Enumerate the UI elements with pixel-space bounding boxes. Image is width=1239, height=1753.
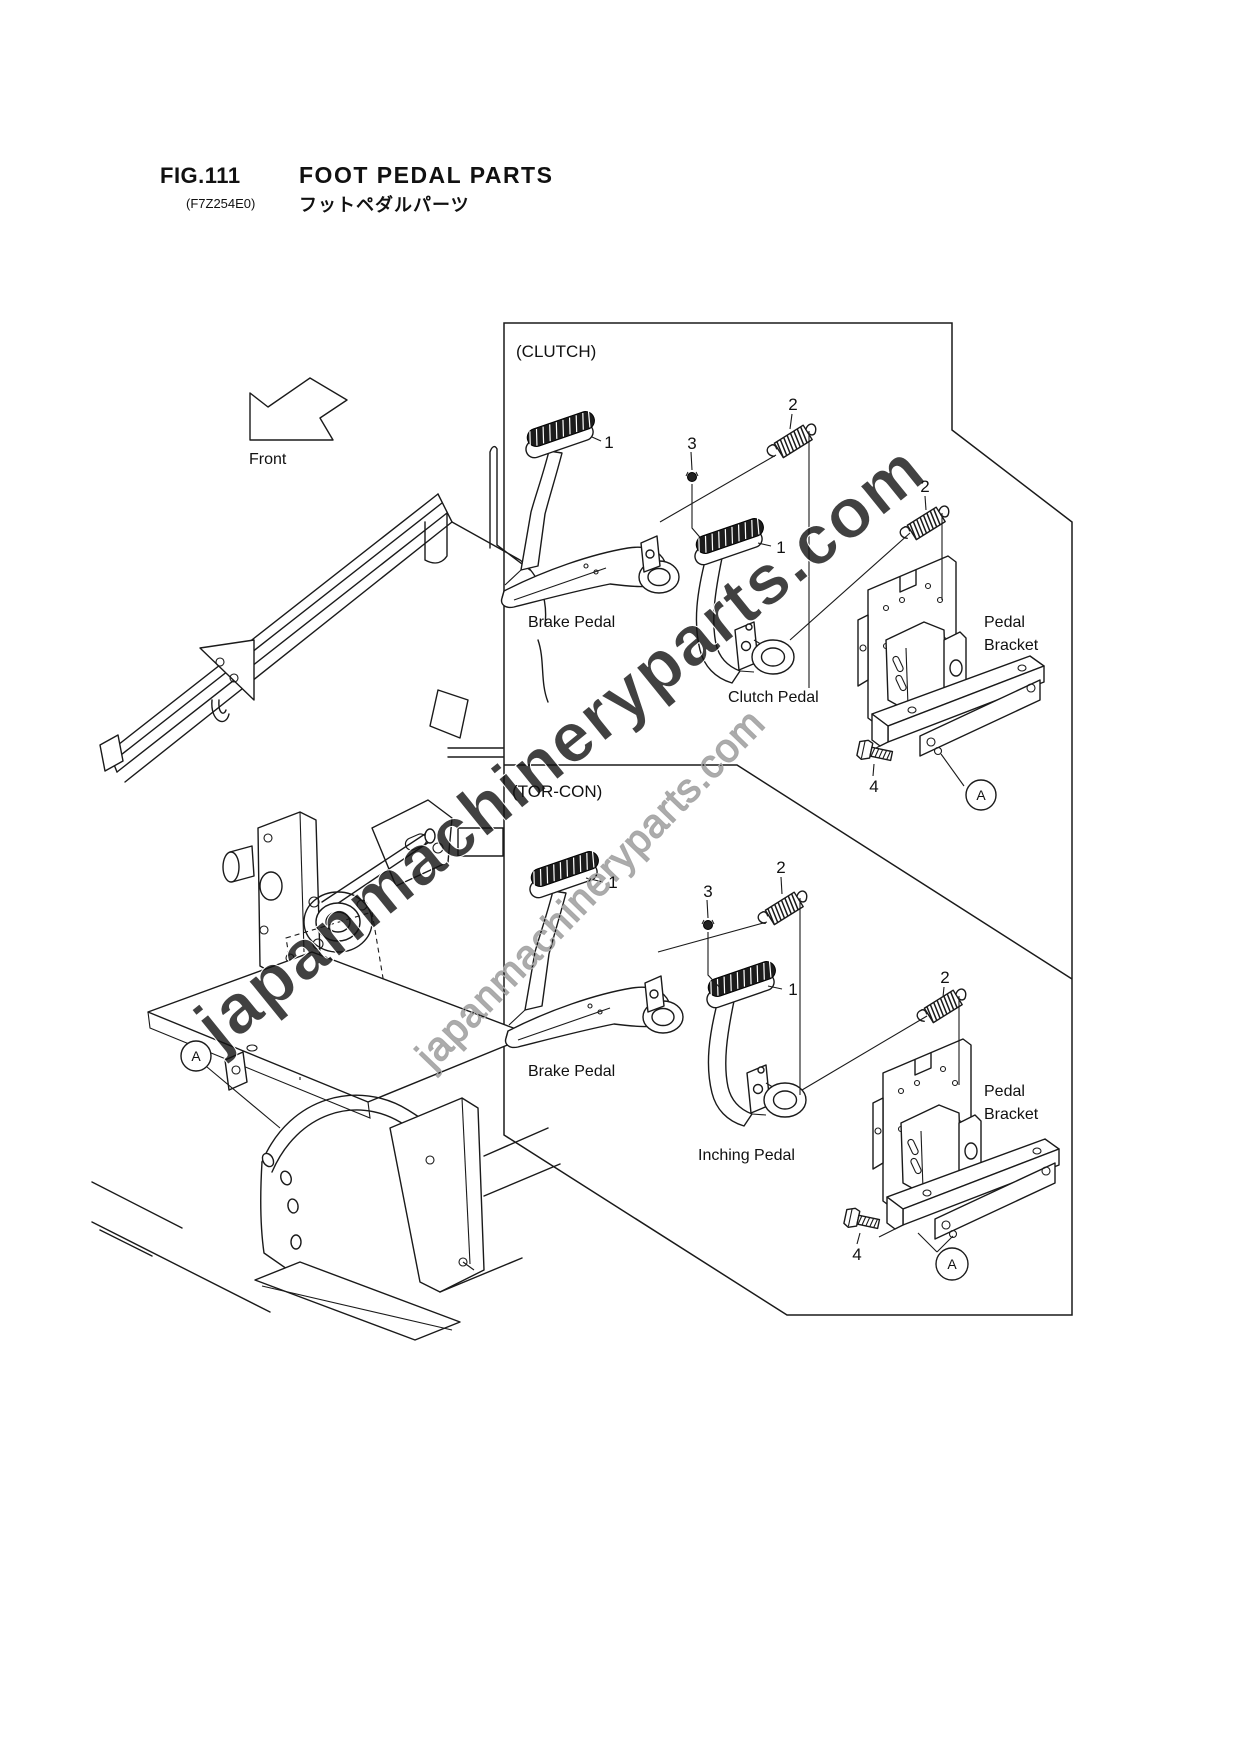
torcon-spring-top <box>755 886 812 931</box>
clutch-bracket-label-line1: Pedal <box>984 614 1025 631</box>
torcon-nut <box>701 919 715 930</box>
frame-detail-a-letter: A <box>191 1048 201 1064</box>
clutch-pedal-bracket-drawing <box>857 555 1045 757</box>
frame-detail-a-leader <box>206 1066 281 1129</box>
front-arrow <box>249 377 348 441</box>
clutch-callout-4: 4 <box>869 777 878 796</box>
clutch-nut <box>685 471 699 482</box>
clutch-callout-2-right: 2 <box>920 477 929 496</box>
torcon-callout-1-inching: 1 <box>788 980 797 999</box>
frame-detail-a-circle <box>180 1040 212 1072</box>
watermark-large: japanmachineryparts.com <box>179 429 940 1066</box>
clutch-detail-a-letter: A <box>976 787 986 803</box>
front-label: Front <box>249 451 287 468</box>
annotation-layer: Front (CLUTCH) Brake Pedal Clutch Pedal … <box>180 342 1039 1281</box>
torcon-brake-pedal-label: Brake Pedal <box>528 1063 615 1080</box>
clutch-callout-3: 3 <box>687 434 696 453</box>
torcon-callout-1-brake: 1 <box>608 873 617 892</box>
torcon-spring-right <box>914 984 971 1029</box>
torcon-detail-a-letter: A <box>947 1256 957 1272</box>
clutch-brake-pedal-drawing <box>500 408 680 609</box>
torcon-pedal-bracket-drawing <box>872 1038 1060 1240</box>
torcon-callout-4: 4 <box>852 1245 861 1264</box>
torcon-bolt <box>842 1205 882 1235</box>
clutch-pedal-label: Clutch Pedal <box>728 689 819 706</box>
clutch-bracket-label-line2: Bracket <box>984 637 1039 654</box>
torcon-callout-2-right: 2 <box>940 968 949 987</box>
torcon-section-drawing <box>504 848 1060 1253</box>
frame-view-drawing <box>91 445 561 1341</box>
torcon-bracket-label-line1: Pedal <box>984 1083 1025 1100</box>
inching-pedal-label: Inching Pedal <box>698 1147 795 1164</box>
torcon-leader-lines <box>585 876 960 1253</box>
clutch-brake-pedal-label: Brake Pedal <box>528 614 615 631</box>
clutch-detail-a-circle <box>965 779 997 811</box>
figure-number: FIG.111 <box>160 163 241 188</box>
panel-outline <box>503 322 1073 1316</box>
torcon-callout-2-top: 2 <box>776 858 785 877</box>
clutch-callout-1-pedal: 1 <box>776 538 785 557</box>
torcon-detail-a-circle <box>935 1247 969 1281</box>
detail-panel <box>503 322 1073 1316</box>
figure-title: FOOT PEDAL PARTS <box>299 162 554 188</box>
torcon-callout-3: 3 <box>703 882 712 901</box>
figure-code: (F7Z254E0) <box>186 196 256 211</box>
torcon-section-header: (TOR-CON) <box>512 782 602 801</box>
torcon-bracket-label-line2: Bracket <box>984 1106 1039 1123</box>
clutch-callout-1-brake: 1 <box>604 433 613 452</box>
clutch-leader-lines <box>591 413 965 787</box>
figure-title-japanese: フットペダルパーツ <box>299 195 470 215</box>
section-divider <box>504 764 1073 980</box>
clutch-callout-2-top: 2 <box>788 395 797 414</box>
clutch-section-header: (CLUTCH) <box>516 342 596 361</box>
clutch-section-drawing <box>500 408 1045 787</box>
